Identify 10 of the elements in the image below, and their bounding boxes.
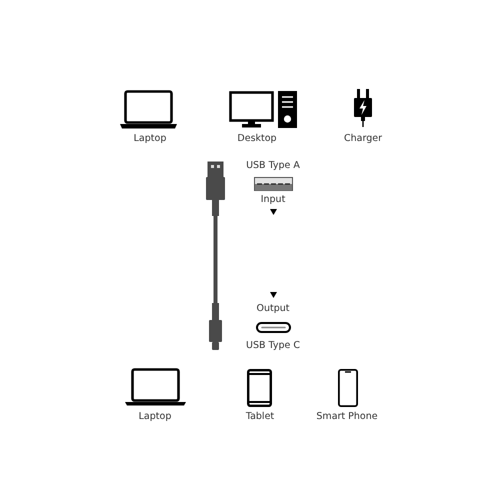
device-caption: Smart Phone: [316, 411, 378, 423]
port-caption: USB Type C: [246, 340, 300, 352]
device-caption: Desktop: [237, 133, 277, 145]
device-caption: Charger: [344, 133, 382, 145]
port-caption: USB Type A: [246, 160, 300, 172]
device-caption: Tablet: [246, 411, 274, 423]
device-caption: Laptop: [134, 133, 166, 145]
device-caption: Laptop: [138, 411, 172, 423]
flow-caption: Output: [256, 303, 290, 315]
flow-caption: Input: [260, 194, 286, 206]
